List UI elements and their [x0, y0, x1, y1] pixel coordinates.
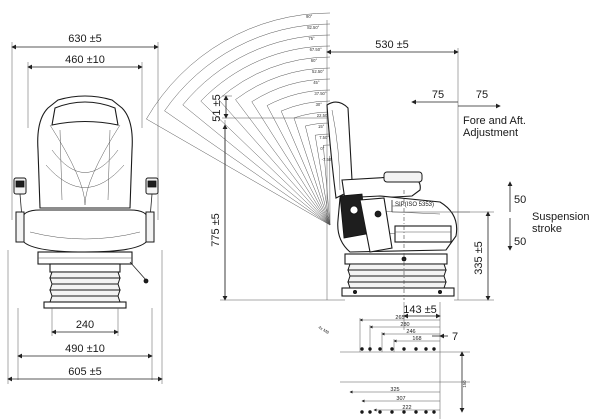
recline-ray [266, 105, 331, 226]
recline-angle-label: 45° [313, 80, 320, 85]
hole-label: 4x M8 [317, 325, 330, 336]
recline-angle-label: 0° [320, 146, 324, 151]
recline-ray [305, 125, 331, 226]
recline-arc [218, 56, 331, 100]
mount-dim-label: 307 [396, 396, 405, 402]
recline-angle-label: 22.50° [317, 113, 329, 118]
side-view: 90° 82.50° 75° 67.50° 60° 52.50° 45° 37.50° 30° 2… [146, 12, 590, 301]
recline-ray [314, 135, 331, 226]
offset-small-dim: 7 [452, 331, 458, 343]
recline-angle-label: 90° [306, 14, 313, 19]
height-dim: 775 ±5 [210, 213, 222, 247]
mount-dim-label: 222 [402, 405, 411, 411]
rail-width-dim: 605 ±5 [68, 366, 102, 378]
recline-angle-label: 15° [318, 124, 325, 129]
suspension-label-line2: stroke [532, 223, 562, 235]
front-view: 630 ±5 460 ±10 [7, 33, 163, 384]
recline-ray [251, 101, 331, 226]
recline-ray [293, 117, 331, 226]
offset-dim: 143 ±5 [403, 304, 437, 316]
mount-dim-label: 246 [406, 329, 415, 335]
recline-ray [323, 145, 331, 226]
fore-aft-label-line2: Adjustment [463, 127, 518, 139]
recline-ray [164, 110, 331, 226]
recline-angle-label: 67.50° [310, 47, 322, 52]
mount-dim-label: 280 [400, 322, 409, 328]
depth-dim: 530 ±5 [375, 39, 409, 51]
recline-angle-label: 82.50° [307, 25, 319, 30]
suspension-label-line1: Suspension [532, 211, 590, 223]
recline-ray [235, 99, 331, 226]
base-width-dim: 240 [76, 319, 94, 331]
recline-arc [182, 34, 331, 106]
recline-ray [200, 100, 331, 226]
sip-label: SIP(ISO 5353) [395, 202, 434, 208]
recline-angle-label: 7.50° [319, 135, 329, 140]
recline-angle-label: 37.50° [314, 91, 326, 96]
recline-arc [281, 100, 331, 112]
recline-angle-label: 60° [311, 58, 318, 63]
mount-dim-label: 168 [412, 336, 421, 342]
recline-arc [266, 89, 331, 106]
mount-dim-label: 265 [395, 315, 404, 321]
mount-dim-label: 325 [390, 387, 399, 393]
recline-ray [218, 99, 331, 226]
seat-height-dim: 335 ±5 [473, 241, 485, 275]
recline-ray [280, 110, 331, 226]
recline-angle-label: 52.50° [312, 69, 324, 74]
recline-arc [200, 45, 331, 102]
recline-ray [182, 104, 331, 226]
frame-width-dim: 490 ±10 [65, 343, 105, 355]
mount-dims-bottom: 325 307 222 [349, 387, 440, 412]
recline-arc [146, 12, 331, 120]
recline-angle-label: 75° [308, 36, 315, 41]
recline-angle-label: 30° [316, 102, 323, 107]
recline-fan: 90° 82.50° 75° 67.50° 60° 52.50° 45° 37.50° 30° 2… [146, 12, 334, 226]
recline-arc [235, 67, 331, 100]
suspension-down: 50 [514, 236, 526, 248]
suspension-up: 50 [514, 194, 526, 206]
overall-width-dim: 630 ±5 [68, 33, 102, 45]
recline-ray [146, 118, 331, 226]
side-dim: 150 [462, 380, 467, 388]
mount-holes [360, 347, 436, 414]
shift-dim: 51 ±5 [211, 94, 223, 121]
recline-angle-label: -7.50° [322, 157, 334, 162]
backrest-width-dim: 460 ±10 [65, 54, 105, 66]
fore-travel: 75 [432, 89, 444, 101]
fore-aft-label-line1: Fore and Aft. [463, 115, 526, 127]
aft-travel: 75 [476, 89, 488, 101]
recline-arc [164, 23, 331, 112]
recline-arc [251, 78, 331, 102]
